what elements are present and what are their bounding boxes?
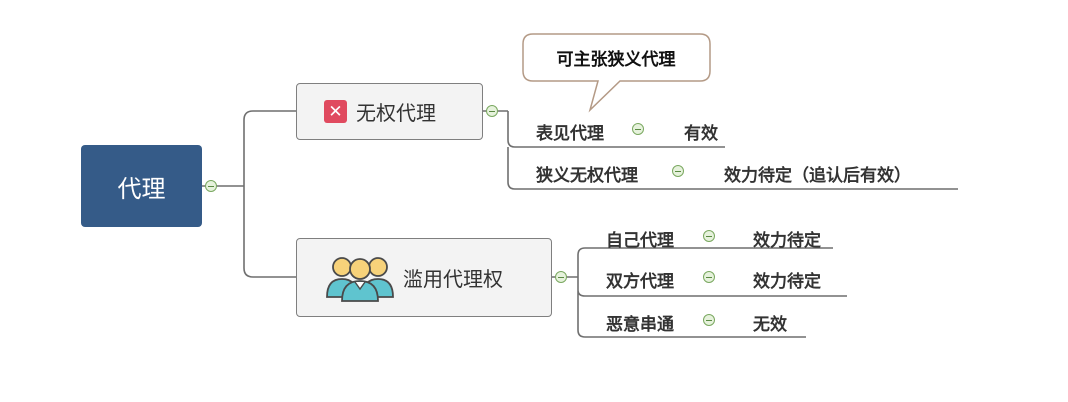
callout-bubble [522,33,711,113]
branch-collapse-toggle[interactable] [555,271,567,283]
branch-node-abuse-of-agency[interactable]: 滥用代理权 [296,238,552,317]
leaf-value[interactable]: 效力待定（追认后有效） [724,166,911,186]
branch-collapse-toggle[interactable] [486,105,498,117]
leaf-value[interactable]: 无效 [753,315,787,335]
leaf-self-dealing[interactable]: 自己代理 [606,231,674,251]
leaf-collapse-toggle[interactable] [703,271,715,283]
leaf-collapse-toggle[interactable] [672,165,684,177]
leaf-dual-agency[interactable]: 双方代理 [606,272,674,292]
leaf-apparent-agency[interactable]: 表见代理 [536,124,604,144]
leaf-value[interactable]: 效力待定 [753,272,821,292]
branch-node-unauthorized-agency[interactable]: ✕ 无权代理 [296,83,483,140]
branch-label: 滥用代理权 [403,267,503,291]
leaf-collapse-toggle[interactable] [632,123,644,135]
leaf-value[interactable]: 效力待定 [753,231,821,251]
leaf-malicious-collusion[interactable]: 恶意串通 [606,315,674,335]
callout-text: 可主张狭义代理 [556,50,676,70]
leaf-narrow-unauthorized-agency[interactable]: 狭义无权代理 [536,166,638,186]
root-collapse-toggle[interactable] [205,180,217,192]
root-node[interactable]: 代理 [81,145,202,227]
root-label: 代理 [117,174,166,203]
people-icon [326,256,394,302]
leaf-collapse-toggle[interactable] [703,230,715,242]
close-icon: ✕ [324,100,347,123]
leaf-collapse-toggle[interactable] [703,314,715,326]
leaf-value[interactable]: 有效 [684,124,718,144]
branch-label: 无权代理 [356,101,436,125]
